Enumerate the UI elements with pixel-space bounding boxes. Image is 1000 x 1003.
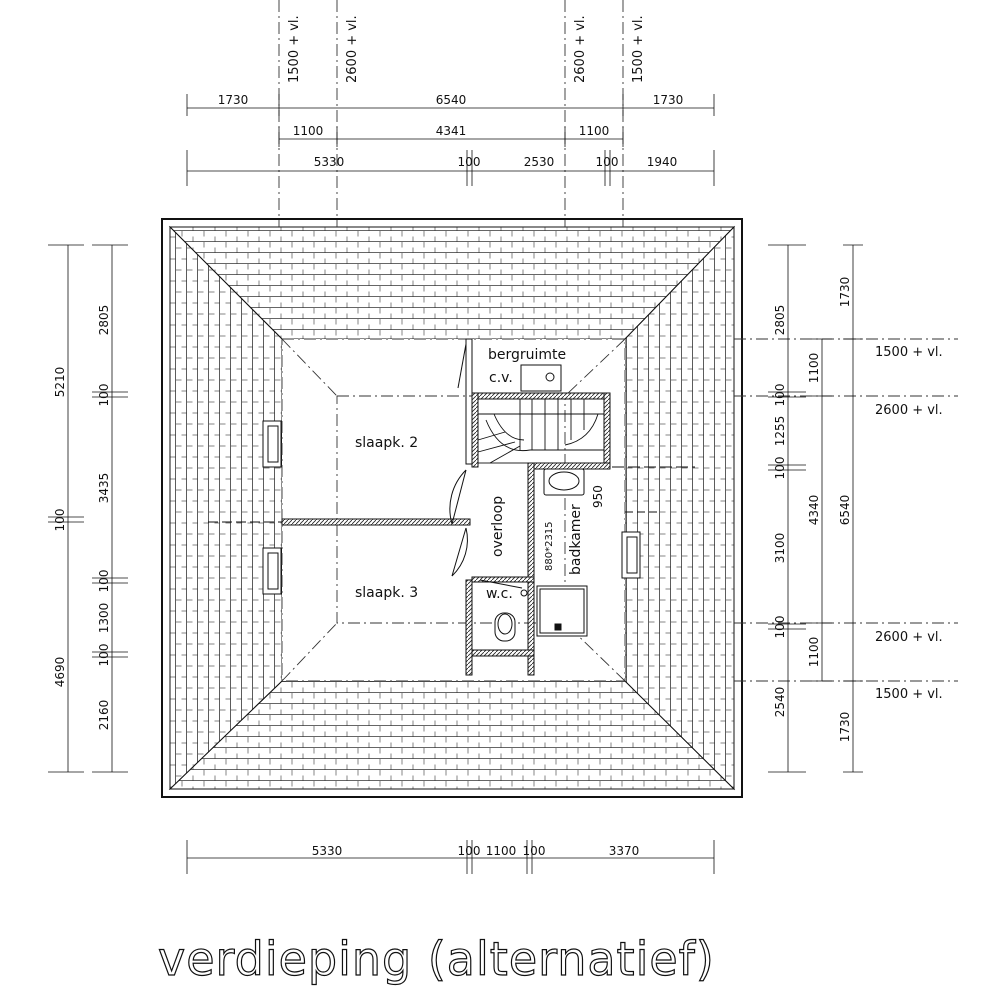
dim-top-2-c: 1100 bbox=[579, 124, 610, 138]
level-marker-top-4: 1500 + vl. bbox=[631, 15, 646, 83]
right-level-markers: 1500 + vl. 2600 + vl. 2600 + vl. 1500 + … bbox=[875, 345, 943, 702]
level-marker-top-3: 2600 + vl. bbox=[573, 15, 588, 83]
dim-left-inner-e: 1300 bbox=[97, 603, 111, 634]
drawing-title: verdieping (alternatief) bbox=[157, 931, 715, 986]
dim-right-1-c: 1255 bbox=[773, 416, 787, 447]
dim-left-outer-a: 5210 bbox=[53, 367, 67, 398]
dim-top-3-c: 2530 bbox=[524, 155, 555, 169]
room-label-bergruimte: bergruimte bbox=[488, 347, 566, 363]
dim-bottom-e: 3370 bbox=[609, 844, 640, 858]
level-marker-right-3: 2600 + vl. bbox=[875, 630, 943, 645]
top-level-markers: 1500 + vl. 2600 + vl. 2600 + vl. 1500 + … bbox=[287, 15, 646, 83]
dimension-labels-top: 1730 6540 1730 1100 4341 1100 5330 100 2… bbox=[218, 93, 684, 169]
doors bbox=[449, 343, 523, 589]
room-label-cv: c.v. bbox=[489, 370, 513, 386]
dim-bottom-a: 5330 bbox=[312, 844, 343, 858]
dormer-windows bbox=[262, 420, 641, 595]
dim-left-inner-c: 3435 bbox=[97, 473, 111, 504]
dimension-labels-bottom: 5330 100 1100 100 3370 bbox=[312, 844, 640, 858]
level-marker-right-1: 1500 + vl. bbox=[875, 345, 943, 360]
room-label-slaapk-3: slaapk. 3 bbox=[355, 585, 418, 601]
dim-right-3-a: 1730 bbox=[838, 277, 852, 308]
dimension-labels-right: 2805 100 1255 100 3100 100 2540 1100 434… bbox=[773, 277, 852, 743]
staircase bbox=[477, 398, 605, 464]
dim-bottom-c: 1100 bbox=[486, 844, 517, 858]
dim-right-1-b: 100 bbox=[773, 384, 787, 407]
room-label-slaapk-2: slaapk. 2 bbox=[355, 435, 418, 451]
dim-top-1-b: 6540 bbox=[436, 93, 467, 107]
dim-left-inner-b: 100 bbox=[97, 384, 111, 407]
fixtures bbox=[494, 468, 588, 642]
toilet bbox=[494, 589, 528, 642]
room-label-overloop: overloop bbox=[490, 496, 506, 557]
level-marker-top-2: 2600 + vl. bbox=[345, 15, 360, 83]
interior-walls bbox=[208, 338, 695, 676]
dim-left-inner-f: 100 bbox=[97, 644, 111, 667]
dim-right-1-a: 2805 bbox=[773, 305, 787, 336]
dim-right-2-b: 4340 bbox=[807, 495, 821, 526]
washbasin bbox=[543, 468, 585, 496]
room-label-wc: w.c. bbox=[486, 586, 513, 602]
shower bbox=[536, 585, 588, 637]
level-marker-top-1: 1500 + vl. bbox=[287, 15, 302, 83]
dim-left-outer-c: 4690 bbox=[53, 657, 67, 688]
dim-top-3-d: 100 bbox=[596, 155, 619, 169]
window-size-label: 880*2315 bbox=[544, 521, 555, 571]
dim-top-2-b: 4341 bbox=[436, 124, 467, 138]
dim-top-1-c: 1730 bbox=[653, 93, 684, 107]
room-label-badkamer: badkamer bbox=[568, 504, 584, 575]
dim-right-1-g: 2540 bbox=[773, 687, 787, 718]
level-marker-right-2: 2600 + vl. bbox=[875, 403, 943, 418]
room-labels: slaapk. 2 slaapk. 3 bergruimte c.v. w.c.… bbox=[355, 347, 605, 602]
dim-left-inner-g: 2160 bbox=[97, 700, 111, 731]
dim-left-outer-b: 100 bbox=[53, 509, 67, 532]
dim-right-1-f: 100 bbox=[773, 616, 787, 639]
dim-top-3-e: 1940 bbox=[647, 155, 678, 169]
roof-plan bbox=[161, 218, 743, 798]
dim-left-inner-d: 100 bbox=[97, 570, 111, 593]
dim-left-inner-a: 2805 bbox=[97, 305, 111, 336]
dimension-lines bbox=[48, 94, 863, 874]
dim-bottom-b: 100 bbox=[458, 844, 481, 858]
dim-right-2-c: 1100 bbox=[807, 637, 821, 668]
dim-top-1-a: 1730 bbox=[218, 93, 249, 107]
dim-top-2-a: 1100 bbox=[293, 124, 324, 138]
dim-right-3-c: 1730 bbox=[838, 712, 852, 743]
bath-dimension-label: 950 bbox=[591, 485, 605, 508]
dim-top-3-a: 5330 bbox=[314, 155, 345, 169]
dim-bottom-d: 100 bbox=[523, 844, 546, 858]
dimension-labels-left: 5210 100 4690 2805 100 3435 100 1300 100… bbox=[53, 305, 111, 731]
dim-top-3-b: 100 bbox=[458, 155, 481, 169]
level-marker-right-4: 1500 + vl. bbox=[875, 687, 943, 702]
dim-right-3-b: 6540 bbox=[838, 495, 852, 526]
dim-right-1-e: 3100 bbox=[773, 533, 787, 564]
dim-right-1-d: 100 bbox=[773, 457, 787, 480]
dim-right-2-a: 1100 bbox=[807, 353, 821, 384]
